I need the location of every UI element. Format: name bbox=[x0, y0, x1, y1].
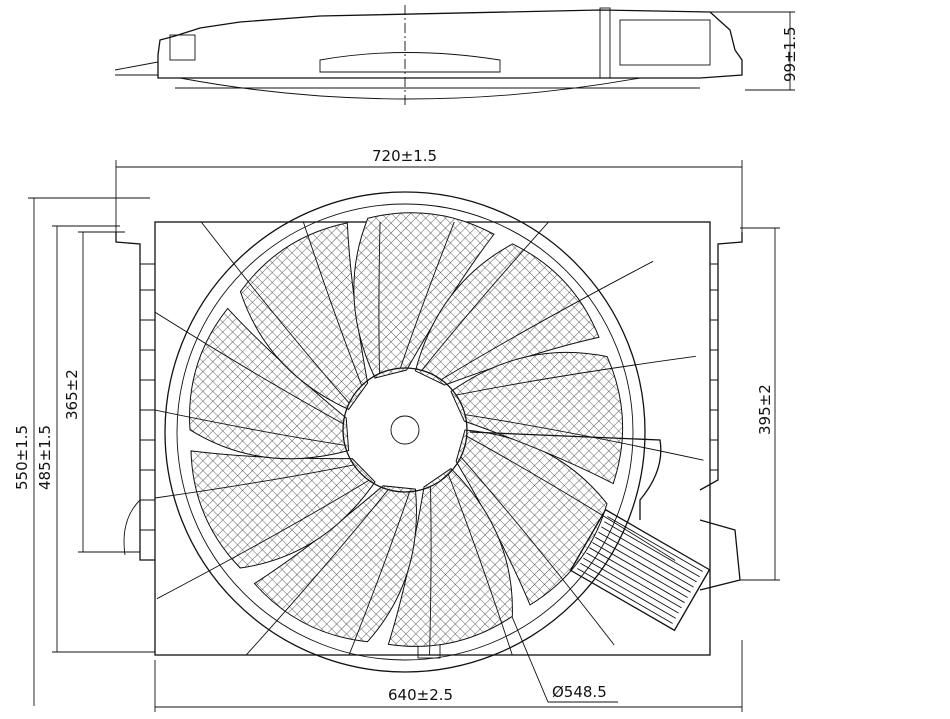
strut bbox=[200, 222, 350, 404]
heatsink-fin bbox=[586, 552, 682, 609]
mount-height-dimension: 485±1.5 bbox=[36, 425, 54, 490]
strut bbox=[465, 414, 704, 461]
strut bbox=[460, 456, 615, 646]
strut bbox=[399, 222, 455, 369]
fan-blades bbox=[189, 212, 624, 647]
dimension-lines: 720±1.5 550±1.5 485±1.5 365±2 395±2 640±… bbox=[13, 147, 780, 712]
overall-height-dimension: 550±1.5 bbox=[13, 425, 31, 490]
fan-diameter-dimension: Ø548.5 bbox=[552, 683, 607, 701]
strut bbox=[155, 464, 354, 499]
strut bbox=[245, 489, 389, 655]
strut bbox=[466, 435, 676, 561]
strut bbox=[440, 260, 654, 381]
heatsink-fin bbox=[583, 557, 679, 614]
strut bbox=[447, 474, 513, 655]
heatsink-fin bbox=[592, 542, 688, 598]
strut bbox=[421, 222, 550, 371]
control-module bbox=[569, 508, 711, 632]
strut bbox=[378, 222, 381, 374]
fan-blade bbox=[450, 351, 624, 485]
strut bbox=[302, 222, 363, 386]
strut bbox=[429, 486, 432, 655]
strut bbox=[156, 479, 370, 600]
heatsink-fin bbox=[580, 562, 676, 619]
front-view bbox=[115, 191, 743, 673]
heatsink-fin bbox=[604, 521, 700, 578]
heatsink-fin bbox=[598, 531, 694, 588]
heatsink-fin bbox=[607, 516, 703, 572]
strut bbox=[348, 491, 411, 655]
heatsink-fin bbox=[601, 526, 697, 583]
strut bbox=[155, 311, 344, 425]
shroud-struts bbox=[155, 222, 704, 655]
right-height-dimension: 395±2 bbox=[756, 384, 774, 435]
heatsink-fin bbox=[595, 536, 691, 593]
bottom-width-dimension: 640±2.5 bbox=[388, 686, 453, 704]
overall-width-dimension: 720±1.5 bbox=[372, 147, 437, 165]
depth-dimension: 99±1.5 bbox=[781, 26, 799, 82]
heatsink-fin bbox=[589, 547, 685, 604]
inner-height-dimension: 365±2 bbox=[63, 369, 81, 420]
strut bbox=[155, 409, 345, 446]
heatsink-fin bbox=[577, 568, 673, 624]
strut bbox=[456, 355, 696, 396]
top-view: 99±1.5 bbox=[114, 5, 799, 108]
